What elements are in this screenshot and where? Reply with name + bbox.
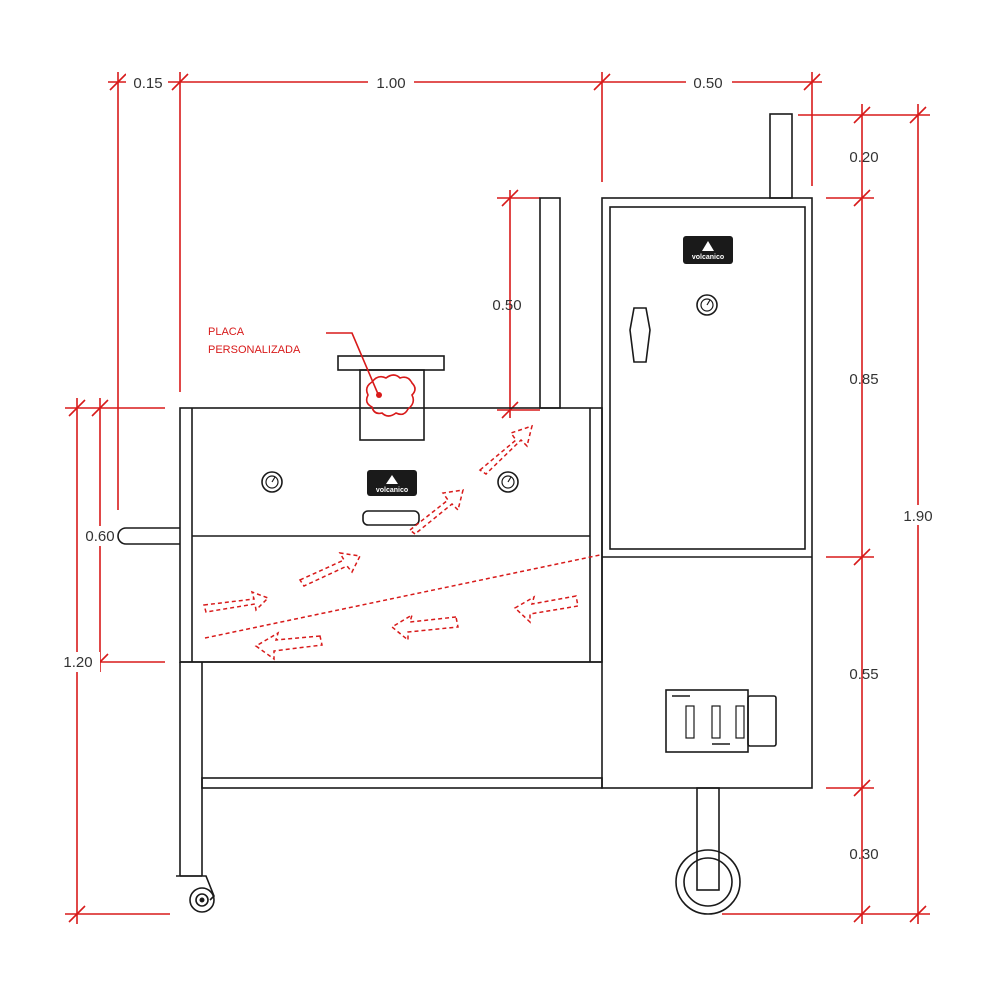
door-handle[interactable] <box>629 307 651 363</box>
chamber-chimney <box>539 197 561 409</box>
airflow-arrow-icon <box>298 552 362 587</box>
dim-left-chamber: 0.60 <box>85 528 114 545</box>
smoker-tower <box>601 197 813 789</box>
brand-logo: volcanico <box>683 236 733 264</box>
dim-chimney: 0.50 <box>492 297 521 314</box>
firebox-vent[interactable] <box>665 689 777 753</box>
dim-right-legs: 0.30 <box>849 846 878 863</box>
dim-right-door: 0.85 <box>849 371 878 388</box>
airflow-arrow-icon <box>513 595 579 624</box>
airflow-divider <box>204 554 601 639</box>
dimension-lines <box>65 72 930 924</box>
tower-leg <box>696 787 720 891</box>
annotation-dot <box>376 392 382 398</box>
dim-right-total: 1.90 <box>903 508 932 525</box>
dim-right-firebox: 0.55 <box>849 666 878 683</box>
custom-plate <box>337 355 445 441</box>
plate-emblem <box>365 374 416 417</box>
dimension-labels: 0.15 1.00 0.50 0.50 0.20 0.85 0.55 0.30 … <box>56 72 940 863</box>
dim-right-chimney: 0.20 <box>849 149 878 166</box>
tower-chimney <box>769 113 793 199</box>
brand-logo: volcanico <box>367 470 417 496</box>
side-handle <box>117 527 180 545</box>
thermometer-gauge-icon <box>497 471 519 493</box>
smoker-body: volcanico volcanico <box>117 113 813 915</box>
svg-text:volcanico: volcanico <box>692 254 724 261</box>
airflow-arrow-icon <box>254 631 323 661</box>
airflow-arrow-icon <box>478 424 534 475</box>
thermometer-gauge-icon <box>261 471 283 493</box>
dim-top-middle: 1.00 <box>376 75 405 92</box>
tower-door[interactable] <box>609 206 806 550</box>
airflow-arrows <box>203 424 601 661</box>
chamber-handle[interactable] <box>362 510 420 526</box>
annotation-line1: PLACA <box>208 326 245 338</box>
airflow-arrow-icon <box>203 590 270 613</box>
dim-top-left: 0.15 <box>133 75 162 92</box>
lower-shelf <box>201 777 603 789</box>
airflow-arrow-icon <box>408 489 465 535</box>
thermometer-gauge-icon <box>696 294 718 316</box>
caster-wheel <box>176 875 215 913</box>
cooking-chamber <box>179 407 603 663</box>
dim-left-total: 1.20 <box>63 654 92 671</box>
big-wheel <box>675 849 741 915</box>
plate-annotation: PLACA PERSONALIZADA <box>208 326 382 398</box>
dim-top-right: 0.50 <box>693 75 722 92</box>
airflow-arrow-icon <box>390 613 459 642</box>
annotation-line2: PERSONALIZADA <box>208 344 301 356</box>
svg-text:volcanico: volcanico <box>376 487 408 494</box>
annotation-leader <box>326 332 379 395</box>
